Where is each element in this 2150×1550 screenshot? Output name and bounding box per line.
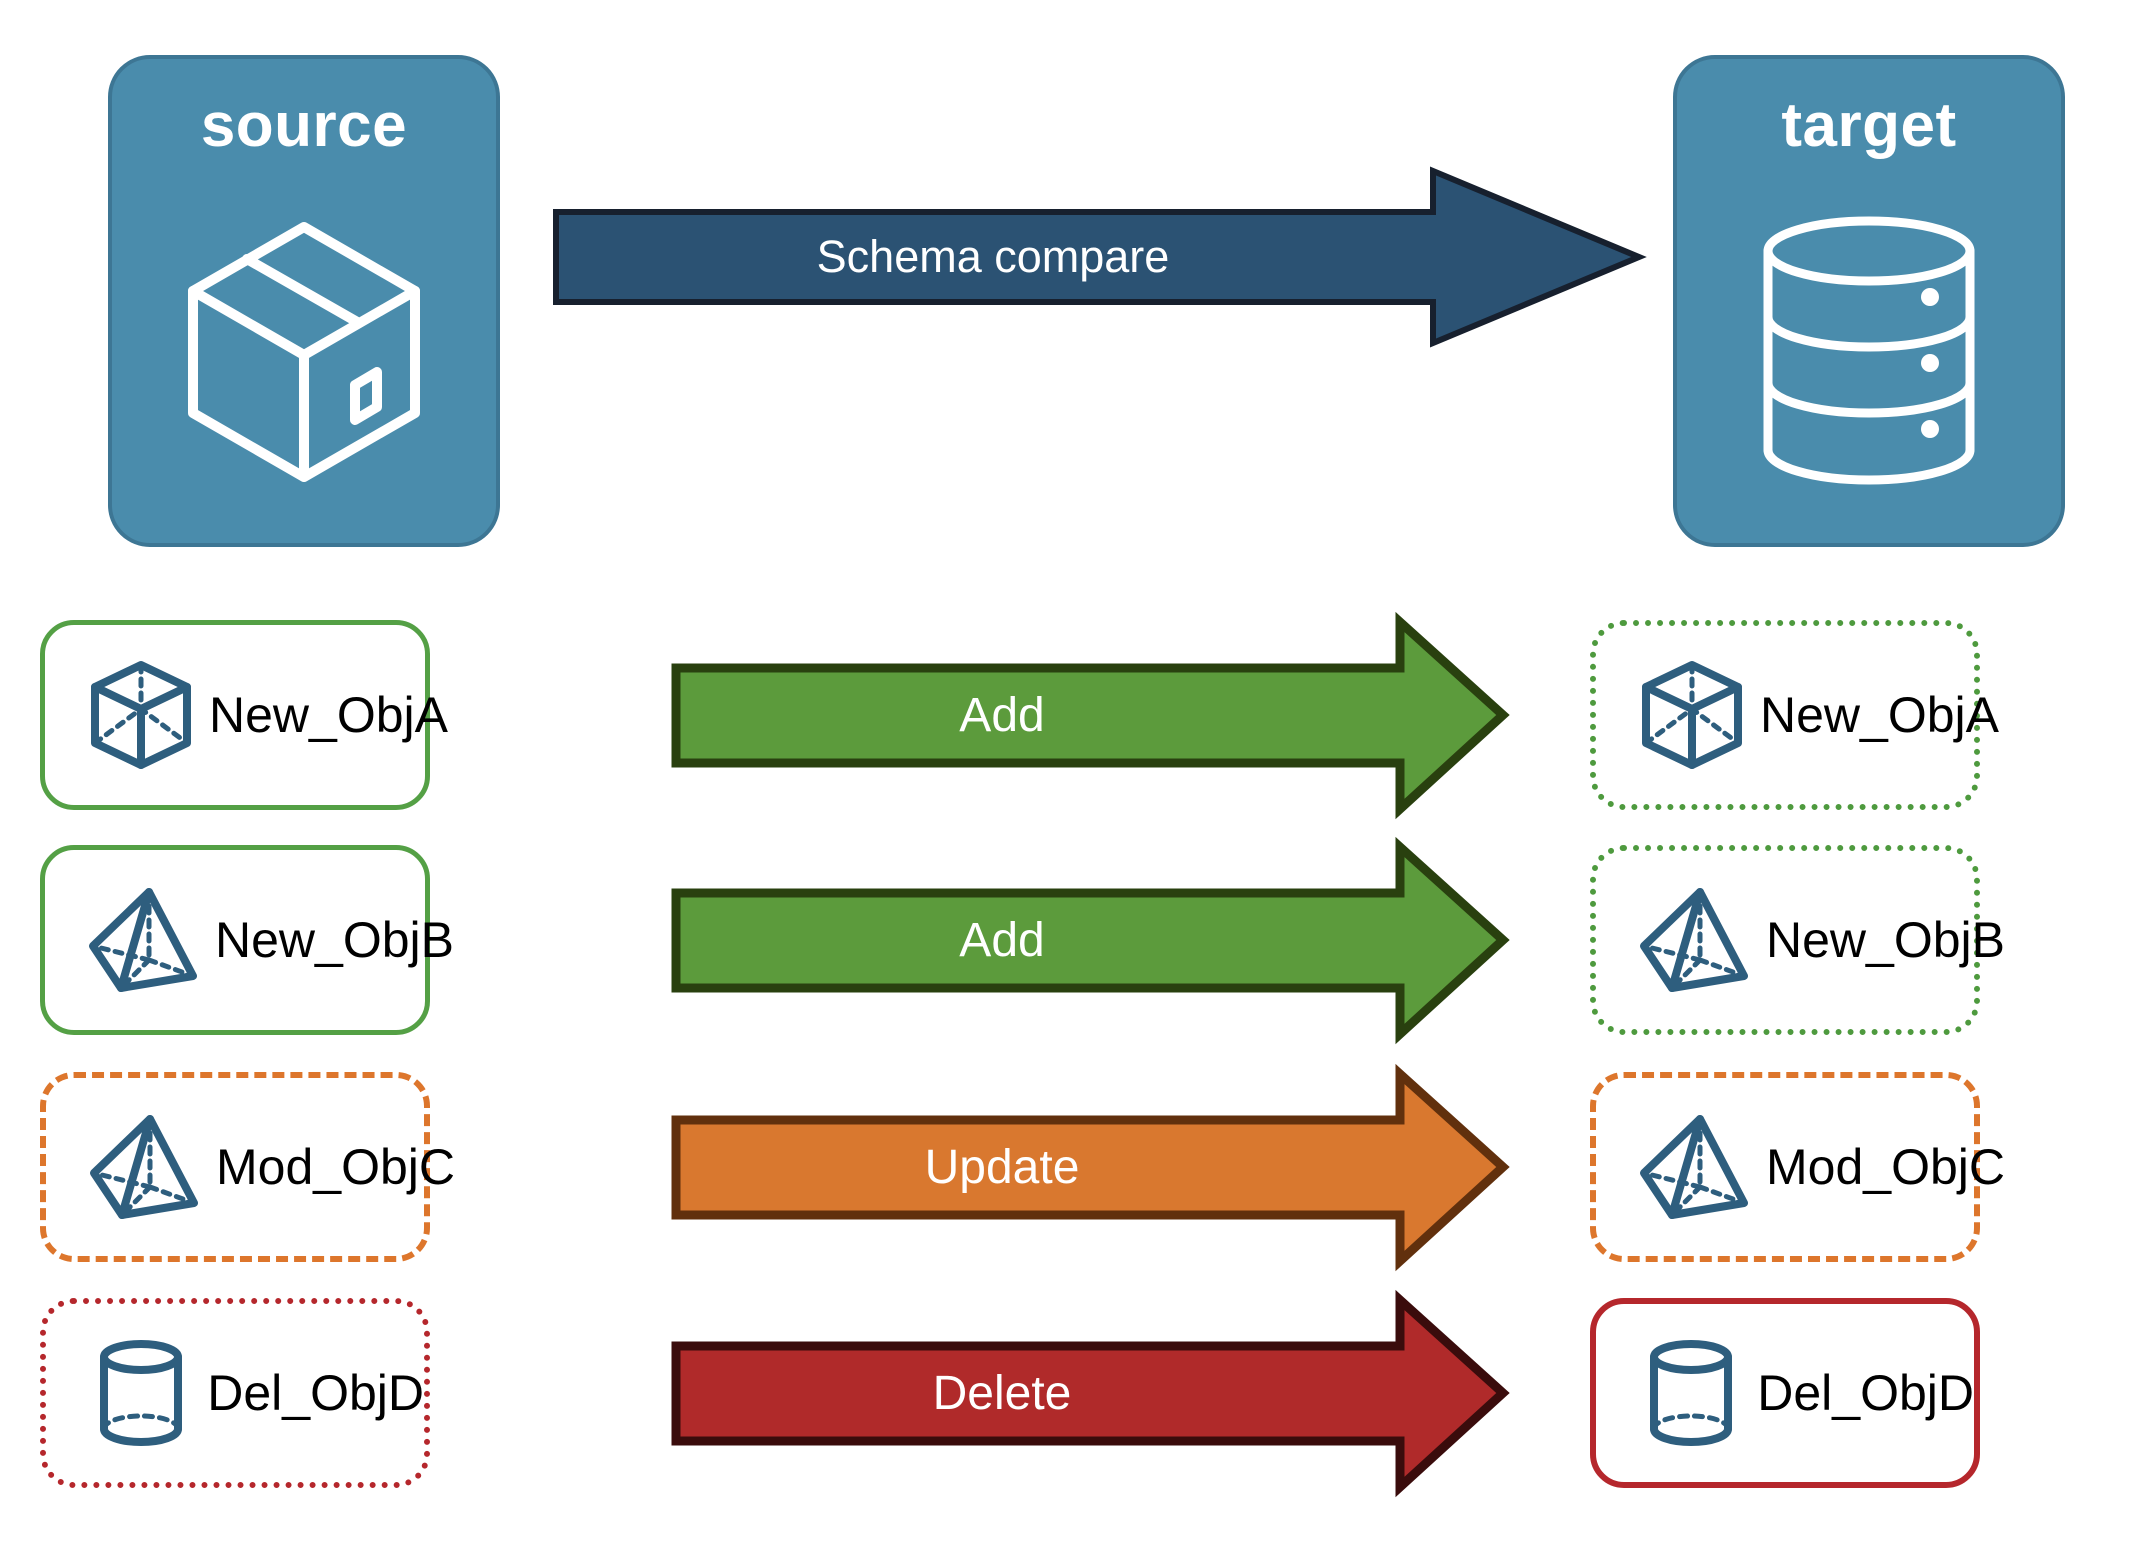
source-object-label-1: New_ObjB <box>215 912 454 968</box>
source-object-box-3[interactable]: Del_ObjD <box>40 1298 430 1488</box>
target-object-label-1: New_ObjB <box>1766 912 2005 968</box>
diff-row-update-objC: Mod_ObjC Update <box>0 1063 2150 1272</box>
pyramid-icon <box>1638 1111 1752 1223</box>
source-object-box-2[interactable]: Mod_ObjC <box>40 1072 455 1262</box>
target-object-label-3: Del_ObjD <box>1757 1365 1974 1421</box>
target-endpoint-panel: target <box>1673 55 2065 547</box>
target-title: target <box>1781 91 1957 160</box>
schema-compare-label: Schema compare <box>816 231 1170 282</box>
action-label-1: Add <box>959 914 1045 967</box>
source-object-box-0[interactable]: New_ObjA <box>40 620 448 810</box>
cylinder-icon <box>88 1337 193 1449</box>
diff-row-add-objB: New_ObjB Add Ne <box>0 836 2150 1045</box>
action-arrow-delete-3: Delete <box>671 1289 1510 1498</box>
cylinder-icon <box>1638 1337 1743 1449</box>
pyramid-icon <box>87 884 201 996</box>
cube-icon <box>87 659 195 771</box>
action-arrow-add-1: Add <box>671 836 1510 1045</box>
source-object-label-2: Mod_ObjC <box>216 1139 455 1195</box>
source-object-label-0: New_ObjA <box>209 687 448 743</box>
action-arrow-update-2: Update <box>671 1063 1510 1272</box>
source-title: source <box>200 91 408 160</box>
package-box-icon <box>112 157 496 543</box>
action-label-3: Delete <box>932 1367 1072 1420</box>
target-object-box-3[interactable]: Del_ObjD <box>1590 1298 1980 1488</box>
action-label-0: Add <box>959 689 1045 742</box>
source-endpoint-panel: source <box>108 55 500 547</box>
pyramid-icon <box>1638 884 1752 996</box>
cube-icon <box>1638 659 1746 771</box>
action-arrow-add-0: Add <box>671 611 1510 820</box>
database-cylinder-icon <box>1677 157 2061 543</box>
diff-row-add-objA: New_ObjA Add New_ <box>0 611 2150 820</box>
source-object-box-1[interactable]: New_ObjB <box>40 845 454 1035</box>
source-object-label-3: Del_ObjD <box>207 1365 424 1421</box>
target-object-box-0[interactable]: New_ObjA <box>1590 620 1999 810</box>
action-label-2: Update <box>924 1141 1080 1194</box>
diff-row-delete-objD: Del_ObjD Delete Del_ObjD <box>0 1289 2150 1498</box>
schema-compare-arrow: Schema compare <box>553 166 1647 348</box>
target-object-box-1[interactable]: New_ObjB <box>1590 845 2005 1035</box>
target-object-box-2[interactable]: Mod_ObjC <box>1590 1072 2005 1262</box>
target-object-label-0: New_ObjA <box>1760 687 1999 743</box>
pyramid-icon <box>88 1111 202 1223</box>
target-object-label-2: Mod_ObjC <box>1766 1139 2005 1195</box>
